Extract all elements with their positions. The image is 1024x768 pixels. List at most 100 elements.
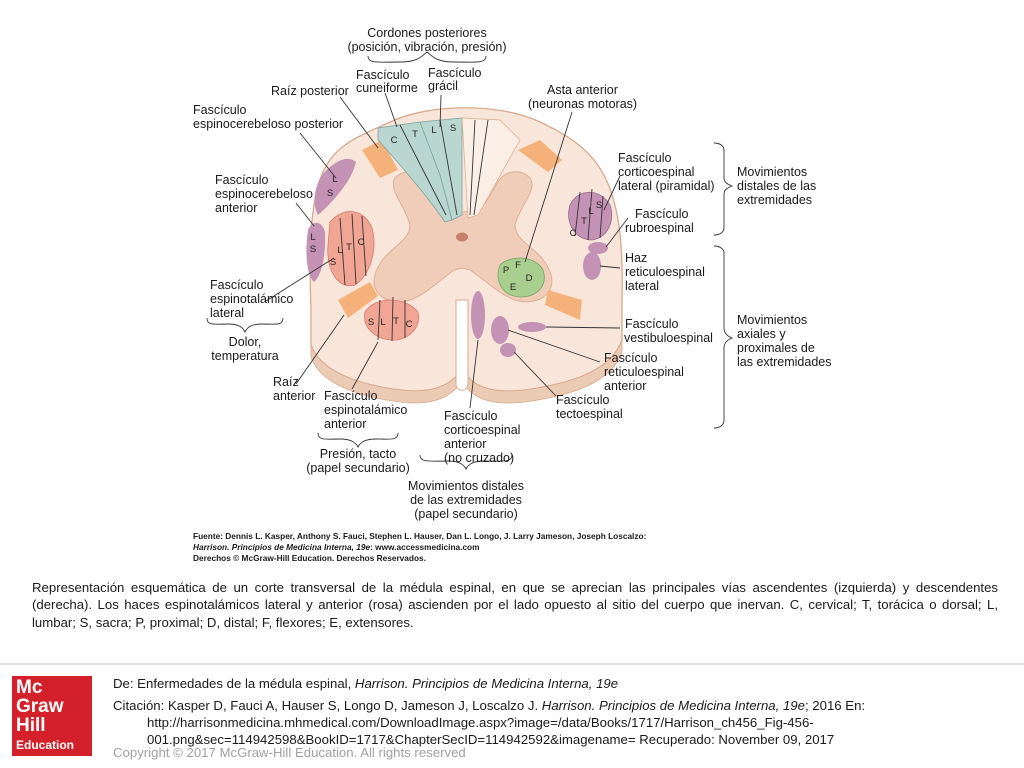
label-vest-1: Fascículo xyxy=(625,317,679,331)
label-ecp-2: espinocerebeloso posterior xyxy=(193,117,343,131)
tract-letters: C T L S L S L S S L T C S L T C C T L S … xyxy=(310,123,602,330)
anterior-root-left xyxy=(338,282,378,318)
label-cea-4: (no cruzado) xyxy=(444,451,514,465)
label-etl-1: Fascículo xyxy=(210,278,264,292)
label-eta-1: Fascículo xyxy=(324,389,378,403)
rubrospinal-tract xyxy=(588,242,608,254)
letter-cuneate-t: T xyxy=(412,129,418,140)
label-dolor-1: Dolor, xyxy=(229,335,262,349)
anterior-reticulospinal-tract xyxy=(491,316,509,344)
letter-lcs-s: S xyxy=(596,200,602,211)
anterior-root-right xyxy=(545,290,582,320)
label-ma-4: las extremidades xyxy=(737,355,832,369)
posterior-root-left xyxy=(362,140,398,178)
spinal-cord-diagram: C T L S L S L S S L T C S L T C C T L S … xyxy=(193,26,832,563)
label-presion-1: Presión, tacto xyxy=(320,447,396,461)
label-asta-2: (neuronas motoras) xyxy=(528,97,637,111)
lateral-reticulospinal-tract xyxy=(583,252,601,280)
letter-lcs-t: T xyxy=(581,216,587,227)
source-chapter-text: De: Enfermedades de la médula espinal, xyxy=(113,676,355,691)
letter-lcs-l: L xyxy=(588,206,593,217)
letter-gracile-l: L xyxy=(431,125,436,136)
letter-ah-d: D xyxy=(526,273,533,284)
label-rel-1: Haz xyxy=(625,251,647,265)
label-etl-2: espinotalámico xyxy=(210,292,293,306)
logo-line-2: Graw xyxy=(16,696,64,717)
figure-caption: Representación esquemática de un corte t… xyxy=(32,580,998,630)
citation-url-1: http://harrisonmedicina.mhmedical.com/Do… xyxy=(147,715,814,730)
label-gracil-1: Fascículo xyxy=(428,66,482,80)
label-rel-3: lateral xyxy=(625,279,659,293)
source-book-title: Harrison. Principios de Medicina Interna… xyxy=(354,676,619,691)
logo-line-4: Education xyxy=(16,738,75,752)
label-asta-1: Asta anterior xyxy=(547,83,618,97)
letter-ah-p: P xyxy=(503,265,509,276)
label-eta-2: espinotalámico xyxy=(324,403,407,417)
letter-lcs-c: C xyxy=(570,228,577,239)
label-tecto-2: tectoespinal xyxy=(556,407,623,421)
letter-lst-l: L xyxy=(337,245,342,256)
source-chapter: De: Enfermedades de la médula espinal, H… xyxy=(113,676,618,691)
label-tecto-1: Fascículo xyxy=(556,393,610,407)
label-vest-2: vestibuloespinal xyxy=(624,331,713,345)
label-rel-2: reticuloespinal xyxy=(625,265,705,279)
label-rea-1: Fascículo xyxy=(604,351,658,365)
anterior-horn-motor-neurons xyxy=(497,257,545,298)
label-rubro-2: rubroespinal xyxy=(625,221,694,235)
letter-ast-c: C xyxy=(406,319,413,330)
letter-ast-t: T xyxy=(393,316,399,327)
letter-lst-c: C xyxy=(358,237,365,248)
label-raiz-posterior: Raíz posterior xyxy=(271,84,349,98)
citation-prefix: Citación: Kasper D, Fauci A, Hauser S, L… xyxy=(113,698,542,713)
label-cel-1: Fascículo xyxy=(618,151,672,165)
letter-gracile-s: S xyxy=(450,123,456,134)
label-cuneiforme-2: cuneiforme xyxy=(356,81,418,95)
labels: Cordones posteriores (posición, vibració… xyxy=(193,26,832,521)
right-dorsal-column xyxy=(461,117,521,219)
label-cordones-posteriores-1: Cordones posteriores xyxy=(367,26,487,40)
label-rea-2: reticuloespinal xyxy=(604,365,684,379)
label-ma-3: proximales de xyxy=(737,341,815,355)
fasciculus-gracilis xyxy=(419,117,463,221)
label-eca-2: espinocerebeloso xyxy=(215,187,313,201)
label-eca-1: Fascículo xyxy=(215,173,269,187)
label-cel-3: lateral (piramidal) xyxy=(618,179,715,193)
citation-book-title: Harrison. Principios de Medicina Interna… xyxy=(541,698,805,713)
citation-url-2: 001.png&sec=114942598&BookID=1717&Chapte… xyxy=(147,732,835,747)
letter-ah-e: E xyxy=(510,282,516,293)
label-cel-2: corticoespinal xyxy=(618,165,694,179)
label-rubro-1: Fascículo xyxy=(635,207,689,221)
label-cea-2: corticoespinal xyxy=(444,423,520,437)
label-rea-3: anterior xyxy=(604,379,646,393)
logo-line-3: Hill xyxy=(16,715,46,736)
letter-lst-t: T xyxy=(346,242,352,253)
anterior-corticospinal-tract xyxy=(471,291,485,339)
letter-ast-s: S xyxy=(368,317,374,328)
posterior-spinocerebellar-tract xyxy=(314,158,356,215)
posterior-root-right xyxy=(518,140,562,172)
anterior-median-fissure xyxy=(455,299,469,391)
citation-suffix: ; 2016 En: xyxy=(804,698,866,713)
letter-asc-s: S xyxy=(310,244,316,255)
figure-source: Fuente: Dennis L. Kasper, Anthony S. Fau… xyxy=(193,531,646,563)
label-cuneiforme-1: Fascículo xyxy=(356,68,410,82)
letter-cuneate-c: C xyxy=(391,135,398,146)
tectospinal-tract xyxy=(500,343,516,357)
label-gracil-2: grácil xyxy=(428,79,458,93)
label-dolor-2: temperatura xyxy=(211,349,278,363)
label-raiz-anterior-2: anterior xyxy=(273,389,315,403)
source-line-1: Fuente: Dennis L. Kasper, Anthony S. Fau… xyxy=(193,531,646,541)
source-line-2: Harrison. Principios de Medicina Interna… xyxy=(193,542,480,552)
leader-lines xyxy=(206,51,734,471)
spinal-cord-section xyxy=(306,107,623,404)
label-presion-2: (papel secundario) xyxy=(306,461,410,475)
label-ma-2: axiales y xyxy=(737,327,786,341)
copyright: Copyright © 2017 McGraw-Hill Education. … xyxy=(113,745,466,760)
anterior-spinocerebellar-tract xyxy=(306,222,326,282)
label-mdsec-1: Movimientos distales xyxy=(408,479,524,493)
letter-ast-l: L xyxy=(380,317,385,328)
label-md-2: distales de las xyxy=(737,179,816,193)
label-etl-3: lateral xyxy=(210,306,244,320)
label-cea-1: Fascículo xyxy=(444,409,498,423)
letter-ah-f: F xyxy=(515,260,521,271)
